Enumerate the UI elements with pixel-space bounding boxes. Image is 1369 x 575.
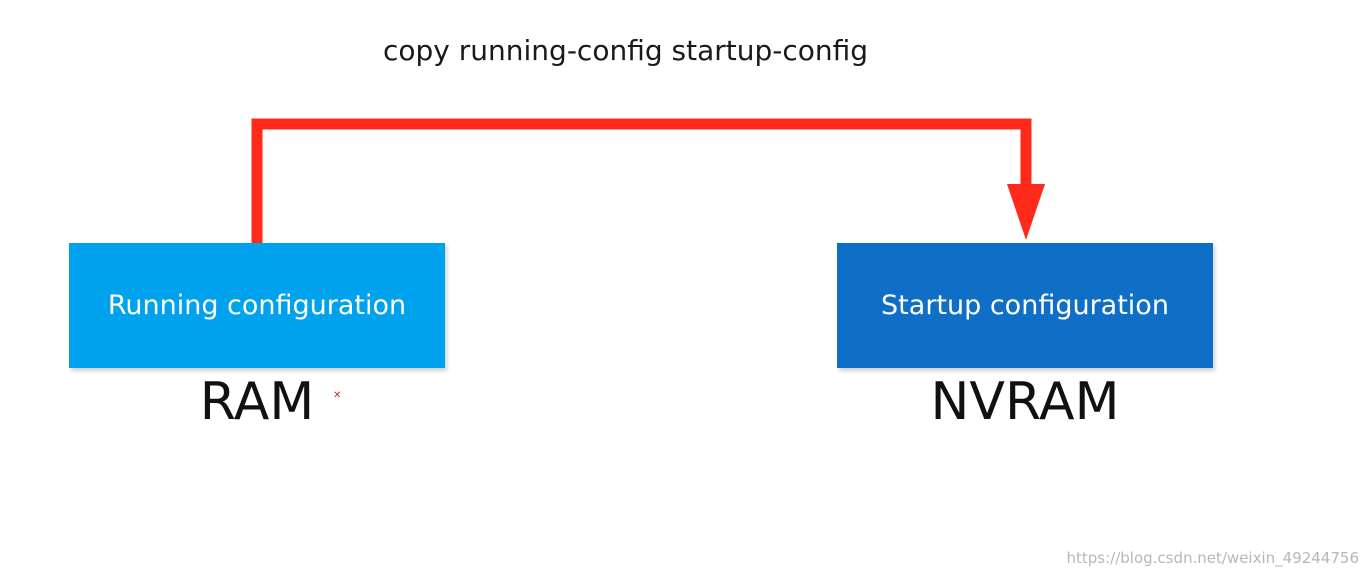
- watermark: https://blog.csdn.net/weixin_49244756: [1066, 549, 1359, 567]
- stray-mark: ✕: [333, 390, 342, 401]
- copy-arrow-line: [251, 118, 1032, 243]
- command-label: copy running-config startup-config: [383, 34, 869, 67]
- copy-arrow-head: [1007, 184, 1045, 240]
- running-configuration-label: Running configuration: [107, 290, 407, 321]
- startup-configuration-box: Startup configuration: [837, 243, 1213, 368]
- nvram-label: NVRAM: [930, 372, 1120, 432]
- running-configuration-box: Running configuration: [69, 243, 445, 368]
- startup-configuration-label: Startup configuration: [881, 290, 1169, 321]
- ram-label: RAM: [199, 372, 315, 432]
